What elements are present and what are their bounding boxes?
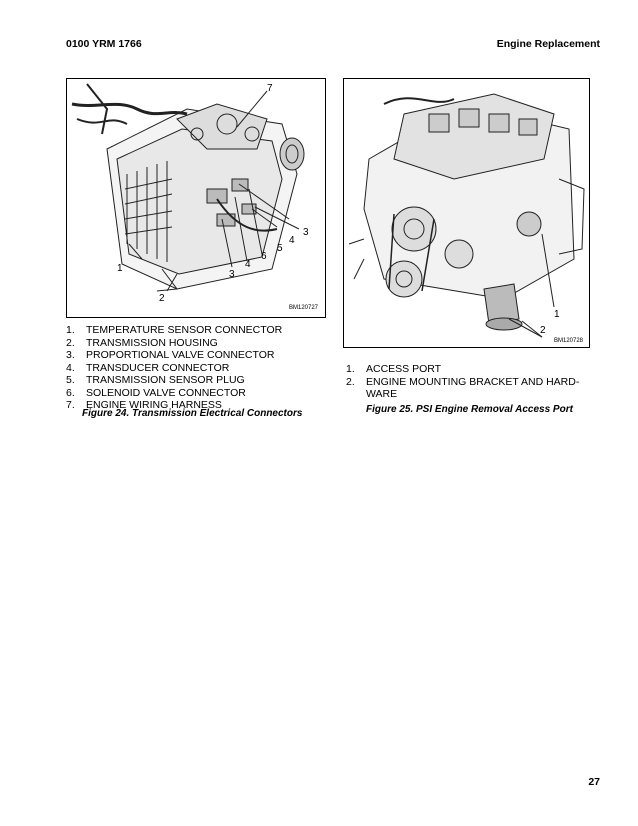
page-number: 27 (588, 776, 600, 788)
section-title: Engine Replacement (496, 38, 600, 50)
callout-4-lower: 4 (245, 259, 251, 270)
figure-25-legend: 1.ACCESS PORT 2.ENGINE MOUNTING BRACKET … (346, 363, 591, 401)
figure-24-legend: 1.TEMPERATURE SENSOR CONNECTOR 2.TRANSMI… (66, 324, 328, 412)
callout-3: 3 (303, 227, 309, 238)
callout-2: 2 (540, 325, 546, 336)
callout-6: 6 (261, 251, 267, 262)
transmission-drawing: 7 1 2 3 4 6 5 4 3 BM120727 (71, 83, 319, 311)
legend-item: 7.ENGINE WIRING HARNESS (66, 399, 222, 411)
figure-25-caption: Figure 25. PSI Engine Removal Access Por… (366, 404, 573, 415)
callout-4: 4 (289, 235, 295, 246)
callout-1: 1 (117, 263, 123, 274)
callout-7: 7 (267, 83, 273, 94)
callout-2: 2 (159, 293, 165, 304)
figure-25-code: BM120728 (554, 338, 584, 344)
legend-item: 2.ENGINE MOUNTING BRACKET AND HARD- WARE (346, 375, 580, 401)
document-number: 0100 YRM 1766 (66, 38, 142, 50)
legend-item: 3.PROPORTIONAL VALVE CONNECTOR (66, 349, 275, 361)
legend-item: 2.TRANSMISSION HOUSING (66, 336, 218, 349)
callout-1: 1 (554, 309, 560, 320)
engine-drawing: 1 2 BM120728 (348, 93, 585, 344)
callout-5: 5 (277, 243, 283, 254)
legend-item: 1.TEMPERATURE SENSOR CONNECTOR (66, 324, 283, 336)
figure-24-caption: Figure 24. Transmission Electrical Conne… (82, 408, 303, 419)
callout-3-lower: 3 (229, 269, 235, 280)
legend-item: 5.TRANSMISSION SENSOR PLUG (66, 374, 245, 386)
legend-item: 6.SOLENOID VALVE CONNECTOR (66, 386, 246, 399)
figure-24-code: BM120727 (289, 305, 319, 311)
figure-24-illustration: 7 1 2 3 4 6 5 4 3 BM120727 (66, 78, 326, 318)
legend-item: 1.ACCESS PORT (346, 363, 442, 375)
legend-item: 4.TRANSDUCER CONNECTOR (66, 361, 230, 374)
figure-25-illustration: 1 2 BM120728 (343, 78, 590, 348)
